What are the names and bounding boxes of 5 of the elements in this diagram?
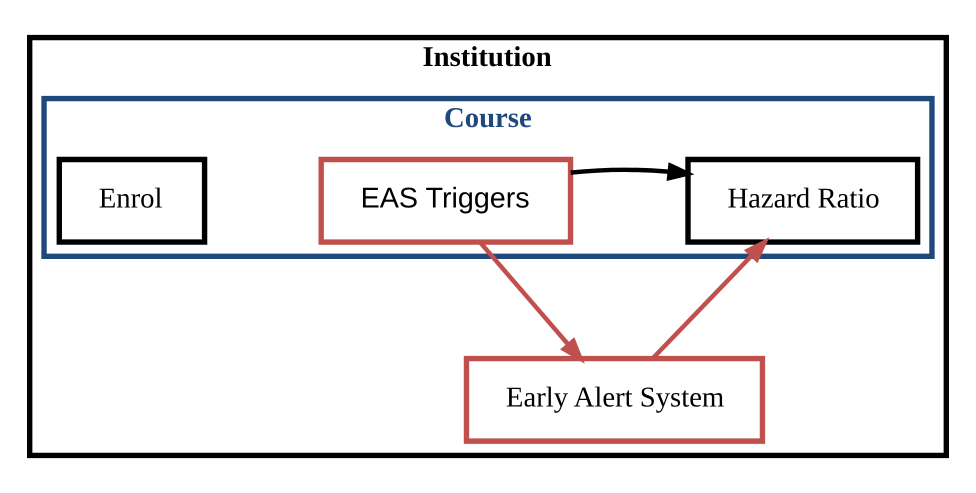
node-box: Enrol [56, 156, 208, 245]
node-box: EAS Triggers [318, 156, 574, 245]
arrow [570, 162, 694, 181]
node-box: Early Alert System [464, 356, 766, 444]
node-box: Hazard Ratio [685, 156, 920, 245]
